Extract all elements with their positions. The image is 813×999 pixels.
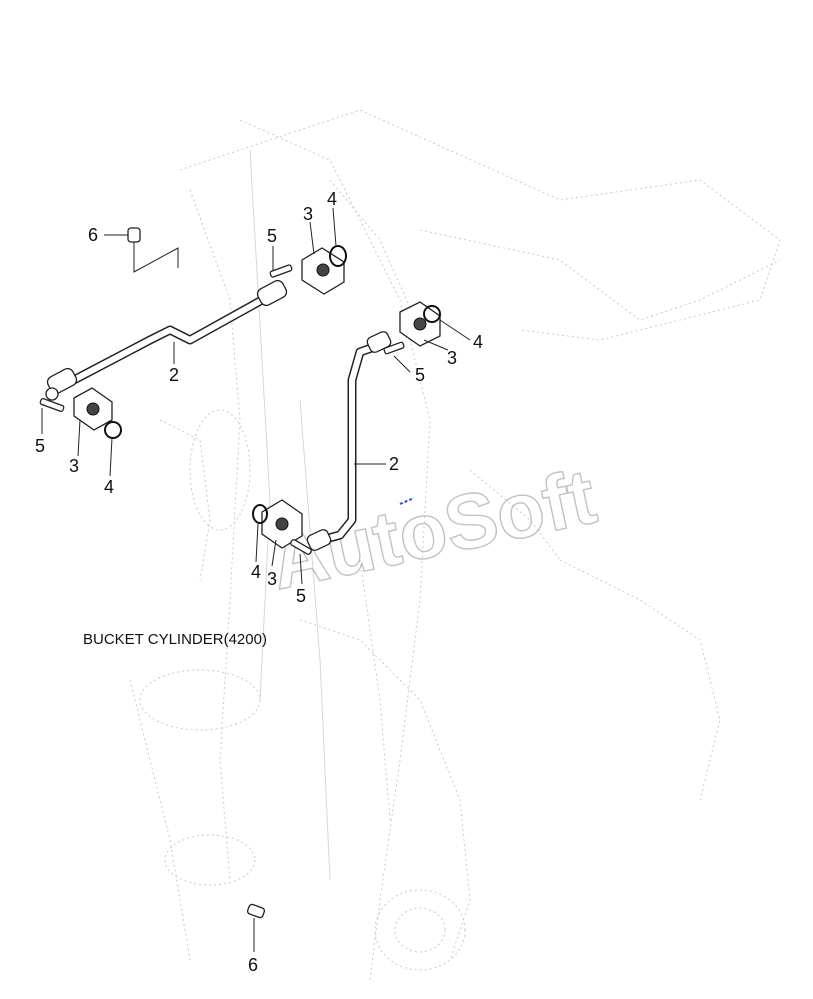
flange-top bbox=[301, 247, 345, 295]
oring-top bbox=[329, 245, 347, 267]
oring-bottom bbox=[252, 504, 268, 524]
diagram-caption: BUCKET CYLINDER(4200) bbox=[83, 631, 267, 648]
callout-4-top: 4 bbox=[327, 189, 337, 209]
left-pipe bbox=[45, 279, 288, 401]
callout-2-left: 2 bbox=[169, 365, 179, 385]
bolt-left bbox=[39, 397, 65, 413]
callout-3-top: 3 bbox=[303, 204, 313, 224]
callout-3-bottom: 3 bbox=[267, 569, 277, 589]
bolt-top bbox=[269, 264, 293, 278]
grease-fitting-top bbox=[127, 227, 179, 273]
callout-6-bottom: 6 bbox=[248, 955, 258, 975]
leader-lines bbox=[41, 207, 471, 952]
callout-4-right: 4 bbox=[473, 332, 483, 352]
callout-5-bottom: 5 bbox=[296, 586, 306, 606]
callout-4-bottom: 4 bbox=[251, 562, 261, 582]
oring-right bbox=[423, 305, 441, 323]
bolt-bottom bbox=[290, 538, 312, 556]
flange-left bbox=[73, 387, 113, 431]
background-ghost-outline bbox=[129, 109, 781, 981]
flange-bottom bbox=[261, 499, 303, 549]
blue-mark bbox=[399, 497, 415, 505]
oring-left bbox=[104, 421, 122, 439]
watermark: AutoSoft bbox=[263, 452, 603, 607]
callout-5-right: 5 bbox=[415, 365, 425, 385]
callout-3-left: 3 bbox=[69, 456, 79, 476]
callout-6-top: 6 bbox=[88, 225, 98, 245]
callout-2-right: 2 bbox=[389, 454, 399, 474]
callout-5-top: 5 bbox=[267, 226, 277, 246]
grease-fitting-bottom bbox=[246, 903, 266, 919]
callout-3-right: 3 bbox=[447, 348, 457, 368]
bolt-right bbox=[383, 341, 405, 355]
right-pipe bbox=[306, 331, 392, 551]
flange-right bbox=[399, 301, 441, 347]
callout-4-left: 4 bbox=[104, 477, 114, 497]
callout-5-left: 5 bbox=[35, 436, 45, 456]
